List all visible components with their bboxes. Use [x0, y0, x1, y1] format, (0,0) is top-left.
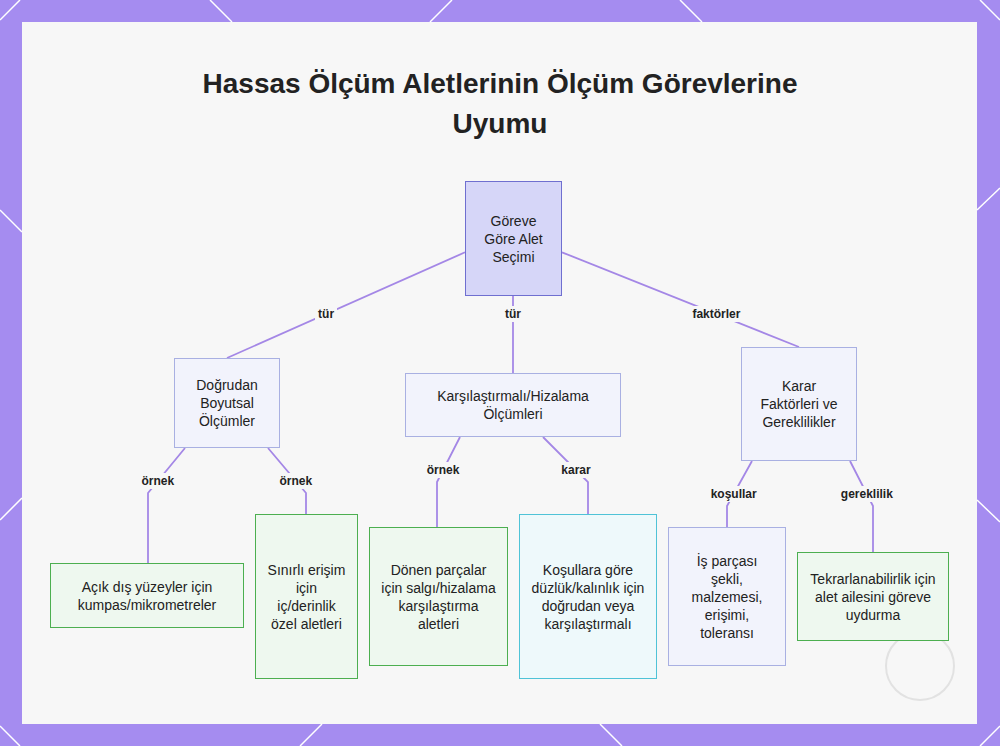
corner-line: [0, 0, 20, 20]
edge-label: örnek: [139, 473, 178, 489]
concept-box: Karşılaştırmalı/Hizalama Ölçümleri: [405, 373, 621, 437]
edge-label: örnek: [424, 462, 463, 478]
corner-line: [430, 0, 452, 22]
edge-label: gereklilik: [838, 486, 896, 502]
box-text: Açık dış yüzeyler için kumpas/mikrometre…: [62, 578, 232, 614]
panel: [22, 22, 977, 724]
corner-line: [977, 188, 1000, 210]
corner-line: [980, 726, 1000, 746]
corner-line: [210, 0, 232, 22]
box-text: İş parçası şekli, malzemesi, erişimi, to…: [679, 552, 775, 642]
edge-label: faktörler: [689, 306, 743, 322]
edge-label: karar: [558, 462, 593, 478]
concept-box: Karar Faktörleri ve Gereklilikler: [741, 347, 857, 461]
connector-line: [562, 252, 799, 347]
edge-label: tür: [502, 306, 524, 322]
connector-line: [437, 437, 460, 527]
edge-label: örnek: [277, 473, 316, 489]
concept-box: Dönen parçalar için salgı/hizalama karşı…: [369, 527, 508, 666]
connector-line: [850, 461, 873, 552]
corner-line: [980, 0, 1000, 20]
box-text: Doğrudan Boyutsal Ölçümler: [184, 376, 270, 430]
concept-box: Göreve Göre Alet Seçimi: [465, 181, 562, 296]
concept-box: Açık dış yüzeyler için kumpas/mikrometre…: [50, 563, 244, 628]
corner-line: [0, 726, 20, 746]
watermark-logo: [886, 632, 954, 700]
concept-box: Tekrarlanabilirlik için alet ailesini gö…: [797, 552, 949, 641]
connector-line: [148, 448, 185, 563]
box-text: Koşullara göre düzlük/kalınlık için doğr…: [529, 561, 647, 633]
corner-line: [0, 498, 22, 520]
corner-line: [977, 500, 1000, 522]
concept-box: Sınırlı erişim için iç/derinlik özel ale…: [255, 514, 358, 679]
box-text: Tekrarlanabilirlik için alet ailesini gö…: [807, 570, 939, 624]
concept-box: İş parçası şekli, malzemesi, erişimi, to…: [668, 527, 786, 666]
corner-line: [0, 210, 22, 232]
concept-box: Koşullara göre düzlük/kalınlık için doğr…: [519, 514, 657, 679]
corner-line: [300, 724, 322, 746]
box-text: Göreve Göre Alet Seçimi: [478, 212, 550, 266]
box-text: Karşılaştırmalı/Hizalama Ölçümleri: [415, 387, 611, 423]
box-text: Karar Faktörleri ve Gereklilikler: [751, 377, 847, 431]
corner-line: [680, 0, 702, 22]
corner-line: [600, 724, 622, 746]
box-text: Sınırlı erişim için iç/derinlik özel ale…: [267, 561, 347, 633]
connector-line: [227, 252, 465, 358]
edge-label: koşullar: [708, 486, 760, 502]
box-text: Dönen parçalar için salgı/hizalama karşı…: [380, 561, 498, 633]
diagram-title: Hassas Ölçüm Aletlerinin Ölçüm Görevleri…: [200, 64, 800, 144]
concept-box: Doğrudan Boyutsal Ölçümler: [174, 358, 280, 448]
edge-label: tür: [315, 306, 337, 322]
